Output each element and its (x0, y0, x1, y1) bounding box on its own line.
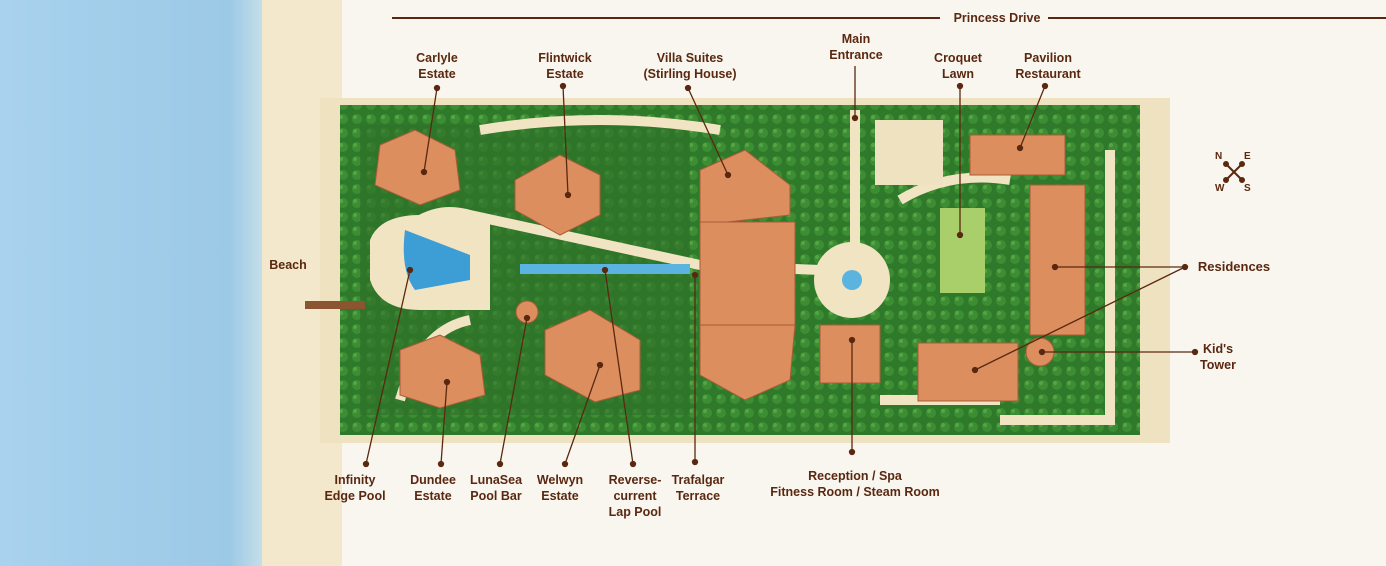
label-line: Estate (414, 489, 452, 503)
compass-icon (1223, 161, 1245, 183)
sea (0, 0, 270, 566)
label-line: Terrace (675, 489, 721, 503)
label-line: Estate (541, 489, 579, 503)
label-line: current (613, 489, 657, 503)
fountain (842, 270, 862, 290)
label-line: Fitness Room / Steam Room (770, 485, 940, 499)
label-line: LunaSea (469, 473, 523, 487)
label-line: Lawn (942, 67, 974, 81)
label-line: Trafalgar (671, 473, 725, 487)
label-line: Tower (1200, 358, 1236, 372)
label-line: Welwyn (536, 473, 584, 487)
compass-w: W (1215, 183, 1225, 194)
label-line: Reverse- (608, 473, 662, 487)
label-line: Infinity (334, 473, 376, 487)
road-label-princess-drive: Princess Drive (953, 11, 1041, 25)
leader-lines (362, 66, 1199, 468)
label-line: Entrance (829, 48, 883, 62)
buildings (374, 129, 1086, 409)
label-line: Carlyle (416, 51, 458, 65)
jetty (305, 301, 365, 309)
compass-n: N (1215, 151, 1223, 162)
label-line: Lap Pool (608, 505, 662, 519)
label-line: Villa Suites (656, 51, 724, 65)
label-line: Dundee (410, 473, 456, 487)
compass-e: E (1244, 151, 1251, 162)
label-residences[interactable]: Residences (1198, 259, 1270, 275)
label-line: Reception / Spa (808, 469, 902, 483)
label-line: Restaurant (1015, 67, 1081, 81)
compass-s: S (1244, 183, 1251, 194)
label-line: Residences (1197, 259, 1271, 274)
label-line: (Stirling House) (643, 67, 737, 81)
label-line: Pavilion (1024, 51, 1072, 65)
croquet-lawn (940, 208, 985, 293)
parking (875, 120, 943, 185)
label-line: Edge Pool (324, 489, 386, 503)
label-line: Flintwick (538, 51, 592, 65)
label-beach[interactable]: Beach (269, 257, 307, 273)
label-line: Kid's (1202, 342, 1234, 356)
label-line: Estate (546, 67, 584, 81)
label-line: Croquet (934, 51, 982, 65)
label-line: Estate (418, 67, 456, 81)
label-line: Main (841, 32, 871, 46)
label-line: Pool Bar (470, 489, 522, 503)
infinity-edge-pool (403, 230, 470, 290)
label-villa-suites[interactable]: Villa Suites (Stirling House) (643, 50, 736, 82)
label-line: Beach (269, 258, 307, 272)
